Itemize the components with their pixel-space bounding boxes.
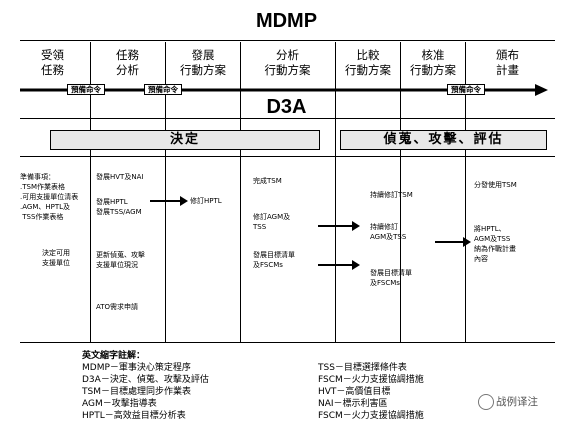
detect-attack-assess-box: 偵蒐、攻擊、評估 bbox=[340, 130, 547, 150]
col-divider bbox=[240, 42, 241, 342]
flow-arrow bbox=[318, 221, 360, 231]
legend-item: TSM－目標處理同步作業表 bbox=[82, 387, 191, 397]
target-list-note-2: 發展目標清單 及FSCMs bbox=[370, 269, 412, 287]
legend-item: HVT－高價值目標 bbox=[318, 387, 391, 397]
flow-arrow bbox=[435, 237, 471, 247]
revise-hptl-note: 修訂HPTL bbox=[190, 197, 222, 205]
col-divider bbox=[335, 42, 336, 342]
section-rule bbox=[20, 118, 555, 119]
hptl-tss-note: 發展HPTL 發展TSS/AGM bbox=[96, 198, 142, 216]
phase-label: 核准 行動方案 bbox=[410, 48, 456, 77]
legend-item: D3A－決定、偵蒐、攻擊及評估 bbox=[82, 375, 209, 385]
phase-label: 發展 行動方案 bbox=[180, 48, 226, 77]
target-list-note: 發展目標清單 及FSCMs bbox=[253, 251, 295, 269]
bottom-rule bbox=[20, 342, 555, 343]
box-rule bbox=[20, 156, 555, 157]
col-divider bbox=[90, 42, 91, 342]
top-rule bbox=[20, 40, 555, 41]
legend-item: AGM－攻擊指導表 bbox=[82, 399, 157, 409]
decide-box: 決定 bbox=[50, 130, 320, 150]
revise-agm-tss-note: 修訂AGM及 TSS bbox=[253, 213, 291, 231]
legend-item: TSS－目標選擇條件表 bbox=[318, 363, 407, 373]
legend-item: NAI－標示利害區 bbox=[318, 399, 388, 409]
update-units-note: 更新偵蒐、攻擊 支援單位現況 bbox=[96, 251, 145, 269]
diagram-subtitle: D3A bbox=[266, 96, 307, 118]
hvt-nai-note: 發展HVT及NAI bbox=[96, 173, 144, 181]
col-divider bbox=[400, 42, 401, 342]
col-divider bbox=[465, 42, 466, 342]
warning-order-tag: 預備命令 bbox=[447, 84, 485, 95]
phase-label: 比較 行動方案 bbox=[345, 48, 391, 77]
diagram-title: MDMP bbox=[255, 10, 318, 32]
flow-arrow bbox=[150, 196, 188, 206]
include-plans-note: 將HPTL、 AGM及TSS 納為作戰計畫 內容 bbox=[474, 225, 516, 263]
complete-tsm-note: 完成TSM bbox=[253, 177, 282, 185]
warning-order-tag: 預備命令 bbox=[67, 84, 105, 95]
continue-agm-tss-note: 持續修訂 AGM及TSS bbox=[370, 223, 407, 241]
watermark: 战例译注 bbox=[496, 396, 538, 408]
legend-item: FSCM－火力支援協調措施 bbox=[318, 411, 424, 421]
legend-item: MDMP－軍事決心策定程序 bbox=[82, 363, 191, 373]
warning-order-tag: 預備命令 bbox=[144, 84, 182, 95]
phase-label: 頒布 計畫 bbox=[496, 48, 519, 77]
distribute-tsm-note: 分發使用TSM bbox=[474, 181, 517, 189]
legend-item: FSCM－火力支援協調措施 bbox=[318, 375, 424, 385]
ato-request-note: ATO需求申請 bbox=[96, 303, 139, 311]
phase-label: 受領 任務 bbox=[41, 48, 64, 77]
legend-item: HPTL－高效益目標分析表 bbox=[82, 411, 186, 421]
phase-label: 分析 行動方案 bbox=[264, 48, 311, 77]
phase-label: 任務 分析 bbox=[116, 48, 139, 77]
col-divider bbox=[165, 42, 166, 342]
watermark-icon bbox=[478, 394, 494, 410]
available-units-note: 決定可用 支援單位 bbox=[42, 249, 70, 267]
prep-items-note: 準備事項： .TSM作業表格 .可用支援單位清表 .AGM、HPTL及 TSS作… bbox=[20, 173, 79, 221]
flow-arrow bbox=[318, 260, 360, 270]
continue-tsm-note: 持續修訂TSM bbox=[370, 191, 413, 199]
legend-title: 英文縮字註解： bbox=[82, 351, 146, 361]
